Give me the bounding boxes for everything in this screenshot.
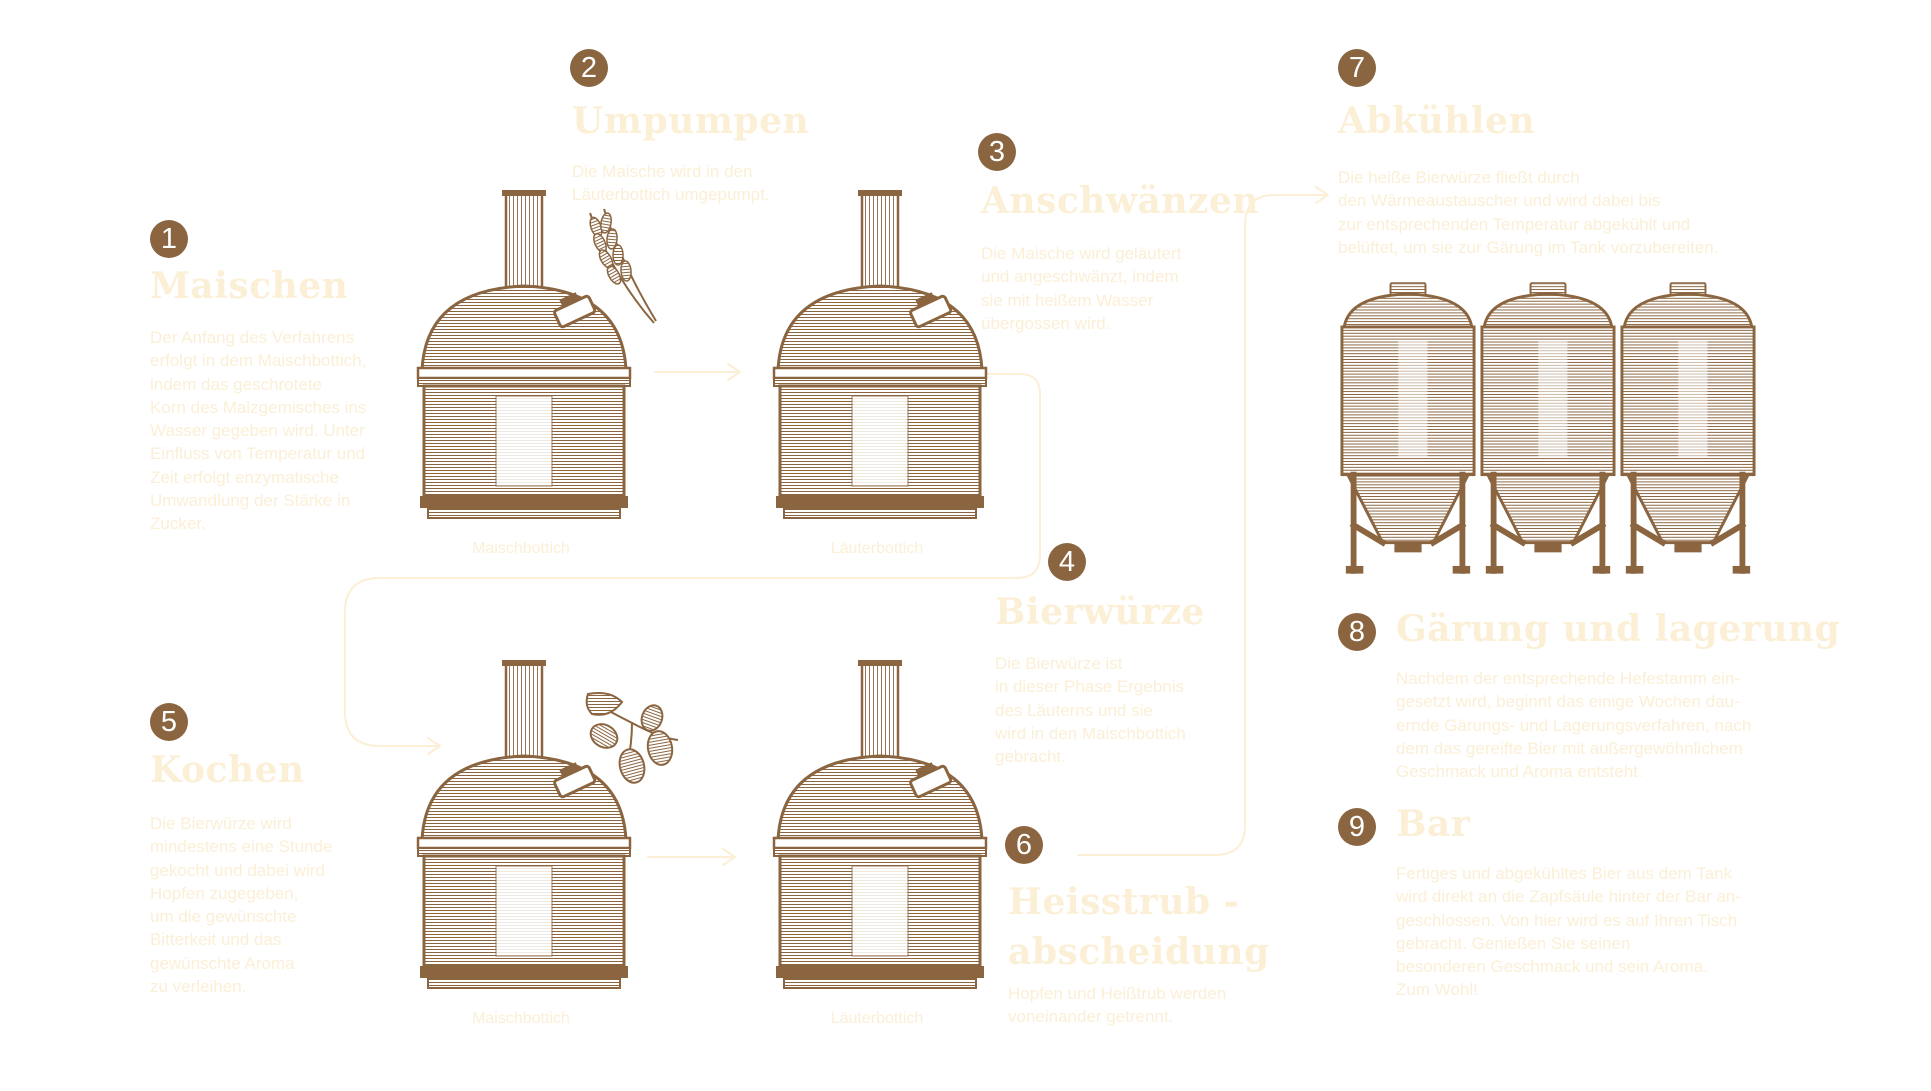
step-title-bierwuerze: Bierwürze [995, 591, 1205, 633]
arrow-kochen-to-trub [647, 848, 736, 866]
step-text-gaerung: Nachdem der entsprechende Hefestamm ein-… [1396, 669, 1752, 782]
step-title-kochen: Kochen [150, 749, 305, 791]
step-title-bar: Bar [1396, 803, 1471, 845]
flow-line-trub-to-abkuehlen [1077, 186, 1329, 856]
step-title-gaerung: Gärung und lagerung [1396, 608, 1841, 650]
step-text-bar: Fertiges und abgekühltes Bier aus dem Ta… [1396, 864, 1741, 1000]
fermentation-tank-icon [1620, 280, 1756, 576]
step-text-heisstrub: Hopfen und Heißtrub werden voneinander g… [1008, 984, 1227, 1027]
step-number-7: 7 [1338, 49, 1376, 87]
arrow-maisch-to-laeuter [654, 363, 741, 381]
step-number-4: 4 [1048, 543, 1086, 581]
step-number-8: 8 [1338, 613, 1376, 651]
step-number-9: 9 [1338, 808, 1376, 846]
wheat-icon [589, 208, 657, 324]
step-number-5: 5 [150, 703, 188, 741]
caption-maischbottich: Maischbottich [472, 540, 570, 557]
step-title-umpumpen: Umpumpen [572, 100, 810, 142]
step-title-maischen: Maischen [150, 265, 349, 307]
step-text-maischen: Der Anfang des Verfahrens erfolgt in dem… [150, 328, 367, 534]
step-number-3: 3 [978, 133, 1016, 171]
step-number-6: 6 [1005, 826, 1043, 864]
step-text-abkuehlen: Die heiße Bierwürze fließt durch den Wär… [1338, 168, 1719, 257]
step-title-anschwaenzen: Anschwänzen [981, 180, 1259, 222]
step-text-bierwuerze: Die Bierwürze ist in dieser Phase Ergebn… [995, 654, 1186, 767]
hops-icon [585, 692, 679, 784]
step-title-abkuehlen: Abkühlen [1338, 100, 1536, 142]
step-text-anschwaenzen: Die Maische wird geläutert und angeschwä… [981, 244, 1182, 333]
caption-laeuterbottich: Läuterbottich [830, 540, 924, 557]
fermentation-tank-icon [1340, 280, 1476, 576]
step-title-heisstrub: Heisstrub - abscheidung [1008, 881, 1270, 973]
fermentation-tank-icon [1480, 280, 1616, 576]
brew-kettle-icon [772, 660, 1002, 1000]
caption-maischbottich: Maischbottich [472, 1010, 570, 1027]
step-number-2: 2 [570, 49, 608, 87]
brew-kettle-icon [772, 190, 1002, 530]
step-number-1: 1 [150, 220, 188, 258]
flow-line-laeuter-to-kochen [344, 373, 1041, 755]
step-text-umpumpen: Die Maische wird in den Läuterbottich um… [572, 162, 770, 205]
caption-laeuterbottich: Läuterbottich [830, 1010, 924, 1027]
step-text-kochen: Die Bierwürze wird mindestens eine Stund… [150, 814, 333, 997]
